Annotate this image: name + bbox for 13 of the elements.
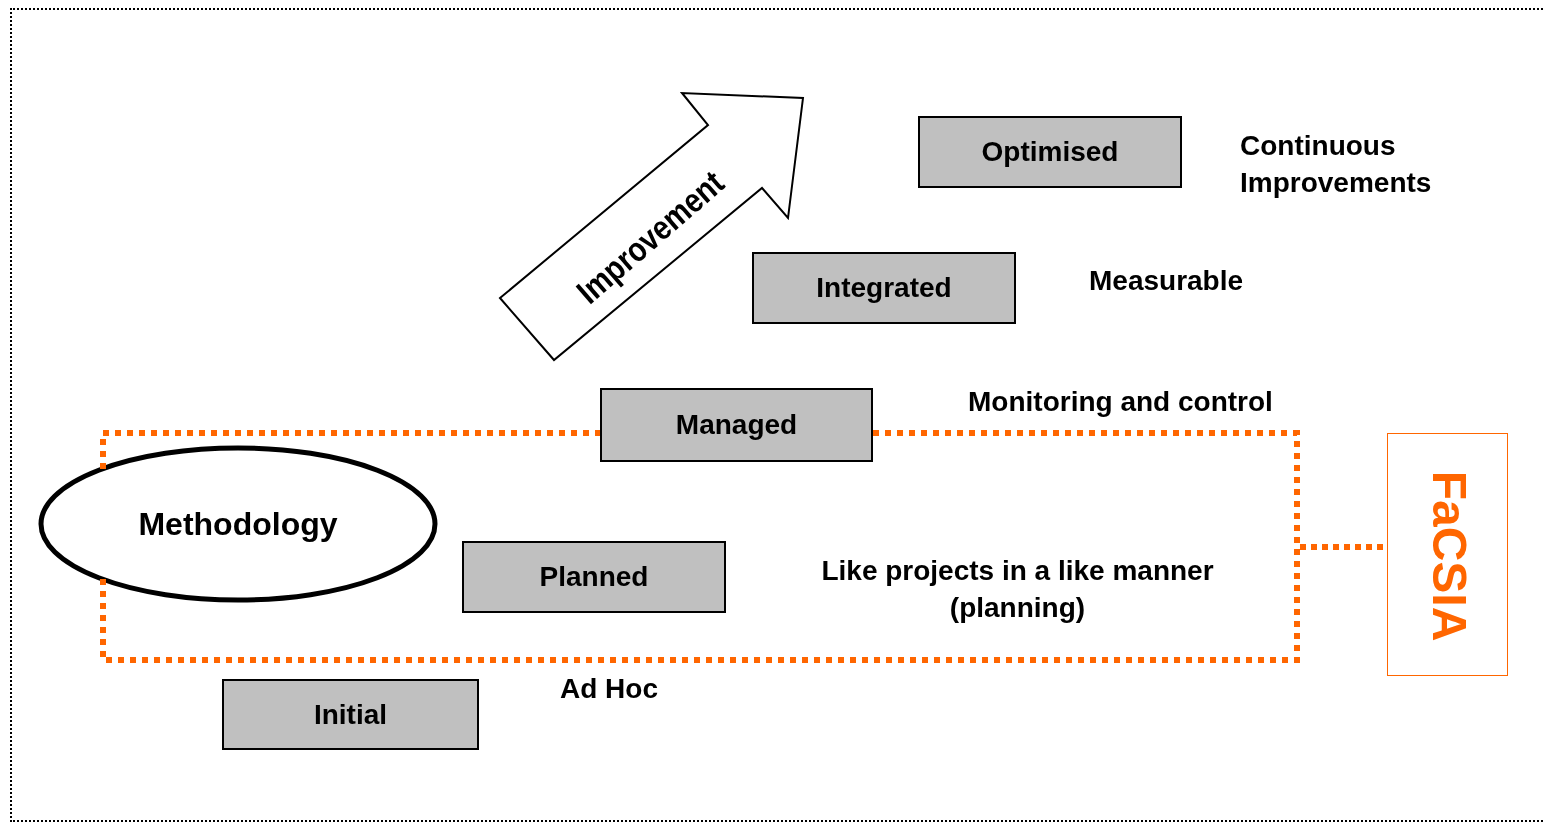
level-box: Managed	[600, 388, 873, 462]
ellipse-label: Methodology	[137, 506, 339, 542]
text-label: Ad Hoc	[560, 672, 659, 706]
level-box: Planned	[462, 541, 726, 613]
text-label: Monitoring and control	[968, 385, 1274, 419]
text-label: Measurable	[1089, 264, 1245, 298]
vertical-label: FaCSIA	[1421, 469, 1476, 643]
level-box: Integrated	[752, 252, 1016, 324]
text-label: Like projects in a like manner (planning)	[820, 554, 1215, 625]
level-box: Optimised	[918, 116, 1182, 188]
text-label: Continuous Improvements	[1240, 129, 1433, 200]
vertical-box	[1387, 433, 1508, 676]
level-box: Initial	[222, 679, 479, 750]
